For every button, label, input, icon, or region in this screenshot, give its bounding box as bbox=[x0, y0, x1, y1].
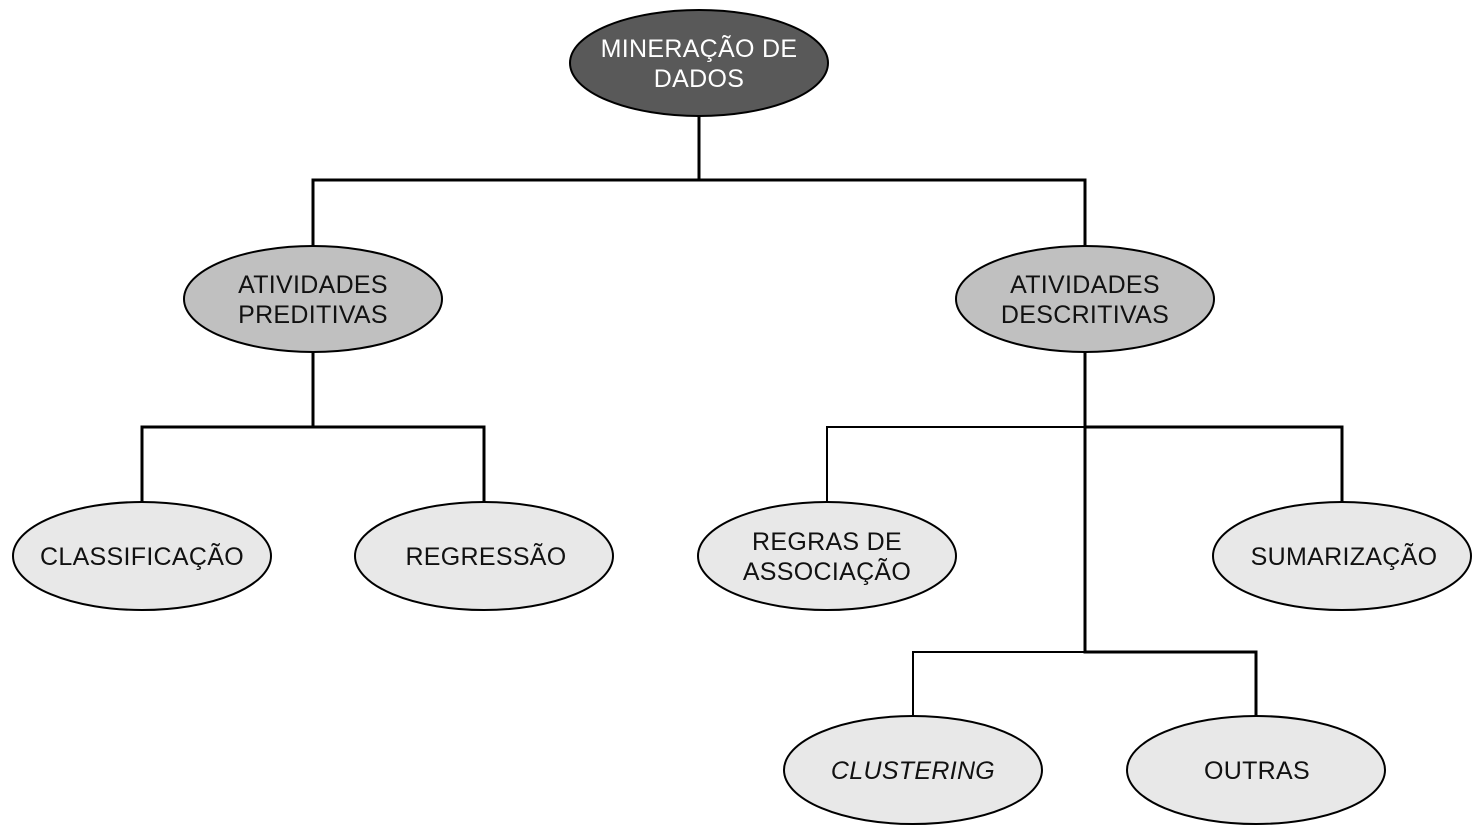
node-predictive-activities-ellipse bbox=[183, 245, 443, 353]
node-association-rules-label-line1: REGRAS DE bbox=[752, 528, 902, 556]
node-data-mining-ellipse bbox=[569, 9, 829, 117]
node-descriptive-activities: ATIVIDADES DESCRITIVAS bbox=[955, 245, 1215, 353]
node-clustering: CLUSTERING bbox=[783, 715, 1043, 825]
node-summarization-label: SUMARIZAÇÃO bbox=[1251, 542, 1438, 571]
node-others: OUTRAS bbox=[1126, 715, 1386, 825]
node-predictive-activities-label-line1: ATIVIDADES bbox=[238, 271, 388, 299]
connector-root-to-predictive bbox=[311, 178, 1087, 248]
node-clustering-ellipse bbox=[783, 715, 1043, 825]
node-descriptive-activities-label-line2: DESCRITIVAS bbox=[1001, 301, 1169, 329]
node-regression-ellipse bbox=[354, 501, 614, 611]
connector-association-branch bbox=[826, 426, 1086, 503]
connector-classification-regression-bar bbox=[140, 425, 486, 504]
connectors bbox=[140, 114, 1344, 719]
node-association-rules-label-line2: ASSOCIAÇÃO bbox=[743, 557, 911, 586]
connector-summarization-branch bbox=[1083, 425, 1344, 504]
connector-others-branch bbox=[1083, 650, 1258, 719]
node-predictive-activities-label-line2: PREDITIVAS bbox=[238, 301, 388, 329]
node-classification-ellipse bbox=[12, 501, 272, 611]
node-summarization: SUMARIZAÇÃO bbox=[1212, 501, 1472, 611]
node-predictive-activities: ATIVIDADES PREDITIVAS bbox=[183, 245, 443, 353]
node-others-ellipse bbox=[1126, 715, 1386, 825]
node-others-label: OUTRAS bbox=[1204, 757, 1310, 785]
connector-clustering-branch bbox=[912, 651, 1086, 718]
node-data-mining-label-line1: MINERAÇÃO DE bbox=[601, 34, 798, 63]
node-association-rules: REGRAS DE ASSOCIAÇÃO bbox=[697, 501, 957, 611]
node-descriptive-activities-label-line1: ATIVIDADES bbox=[1010, 271, 1160, 299]
node-classification-label: CLASSIFICAÇÃO bbox=[40, 542, 244, 571]
node-association-rules-ellipse bbox=[697, 501, 957, 611]
node-data-mining-label-line2: DADOS bbox=[654, 65, 744, 93]
node-clustering-label: CLUSTERING bbox=[831, 757, 995, 785]
node-summarization-ellipse bbox=[1212, 501, 1472, 611]
node-regression: REGRESSÃO bbox=[354, 501, 614, 611]
node-classification: CLASSIFICAÇÃO bbox=[12, 501, 272, 611]
node-regression-label: REGRESSÃO bbox=[405, 542, 566, 571]
node-descriptive-activities-ellipse bbox=[955, 245, 1215, 353]
node-data-mining: MINERAÇÃO DE DADOS bbox=[569, 9, 829, 117]
